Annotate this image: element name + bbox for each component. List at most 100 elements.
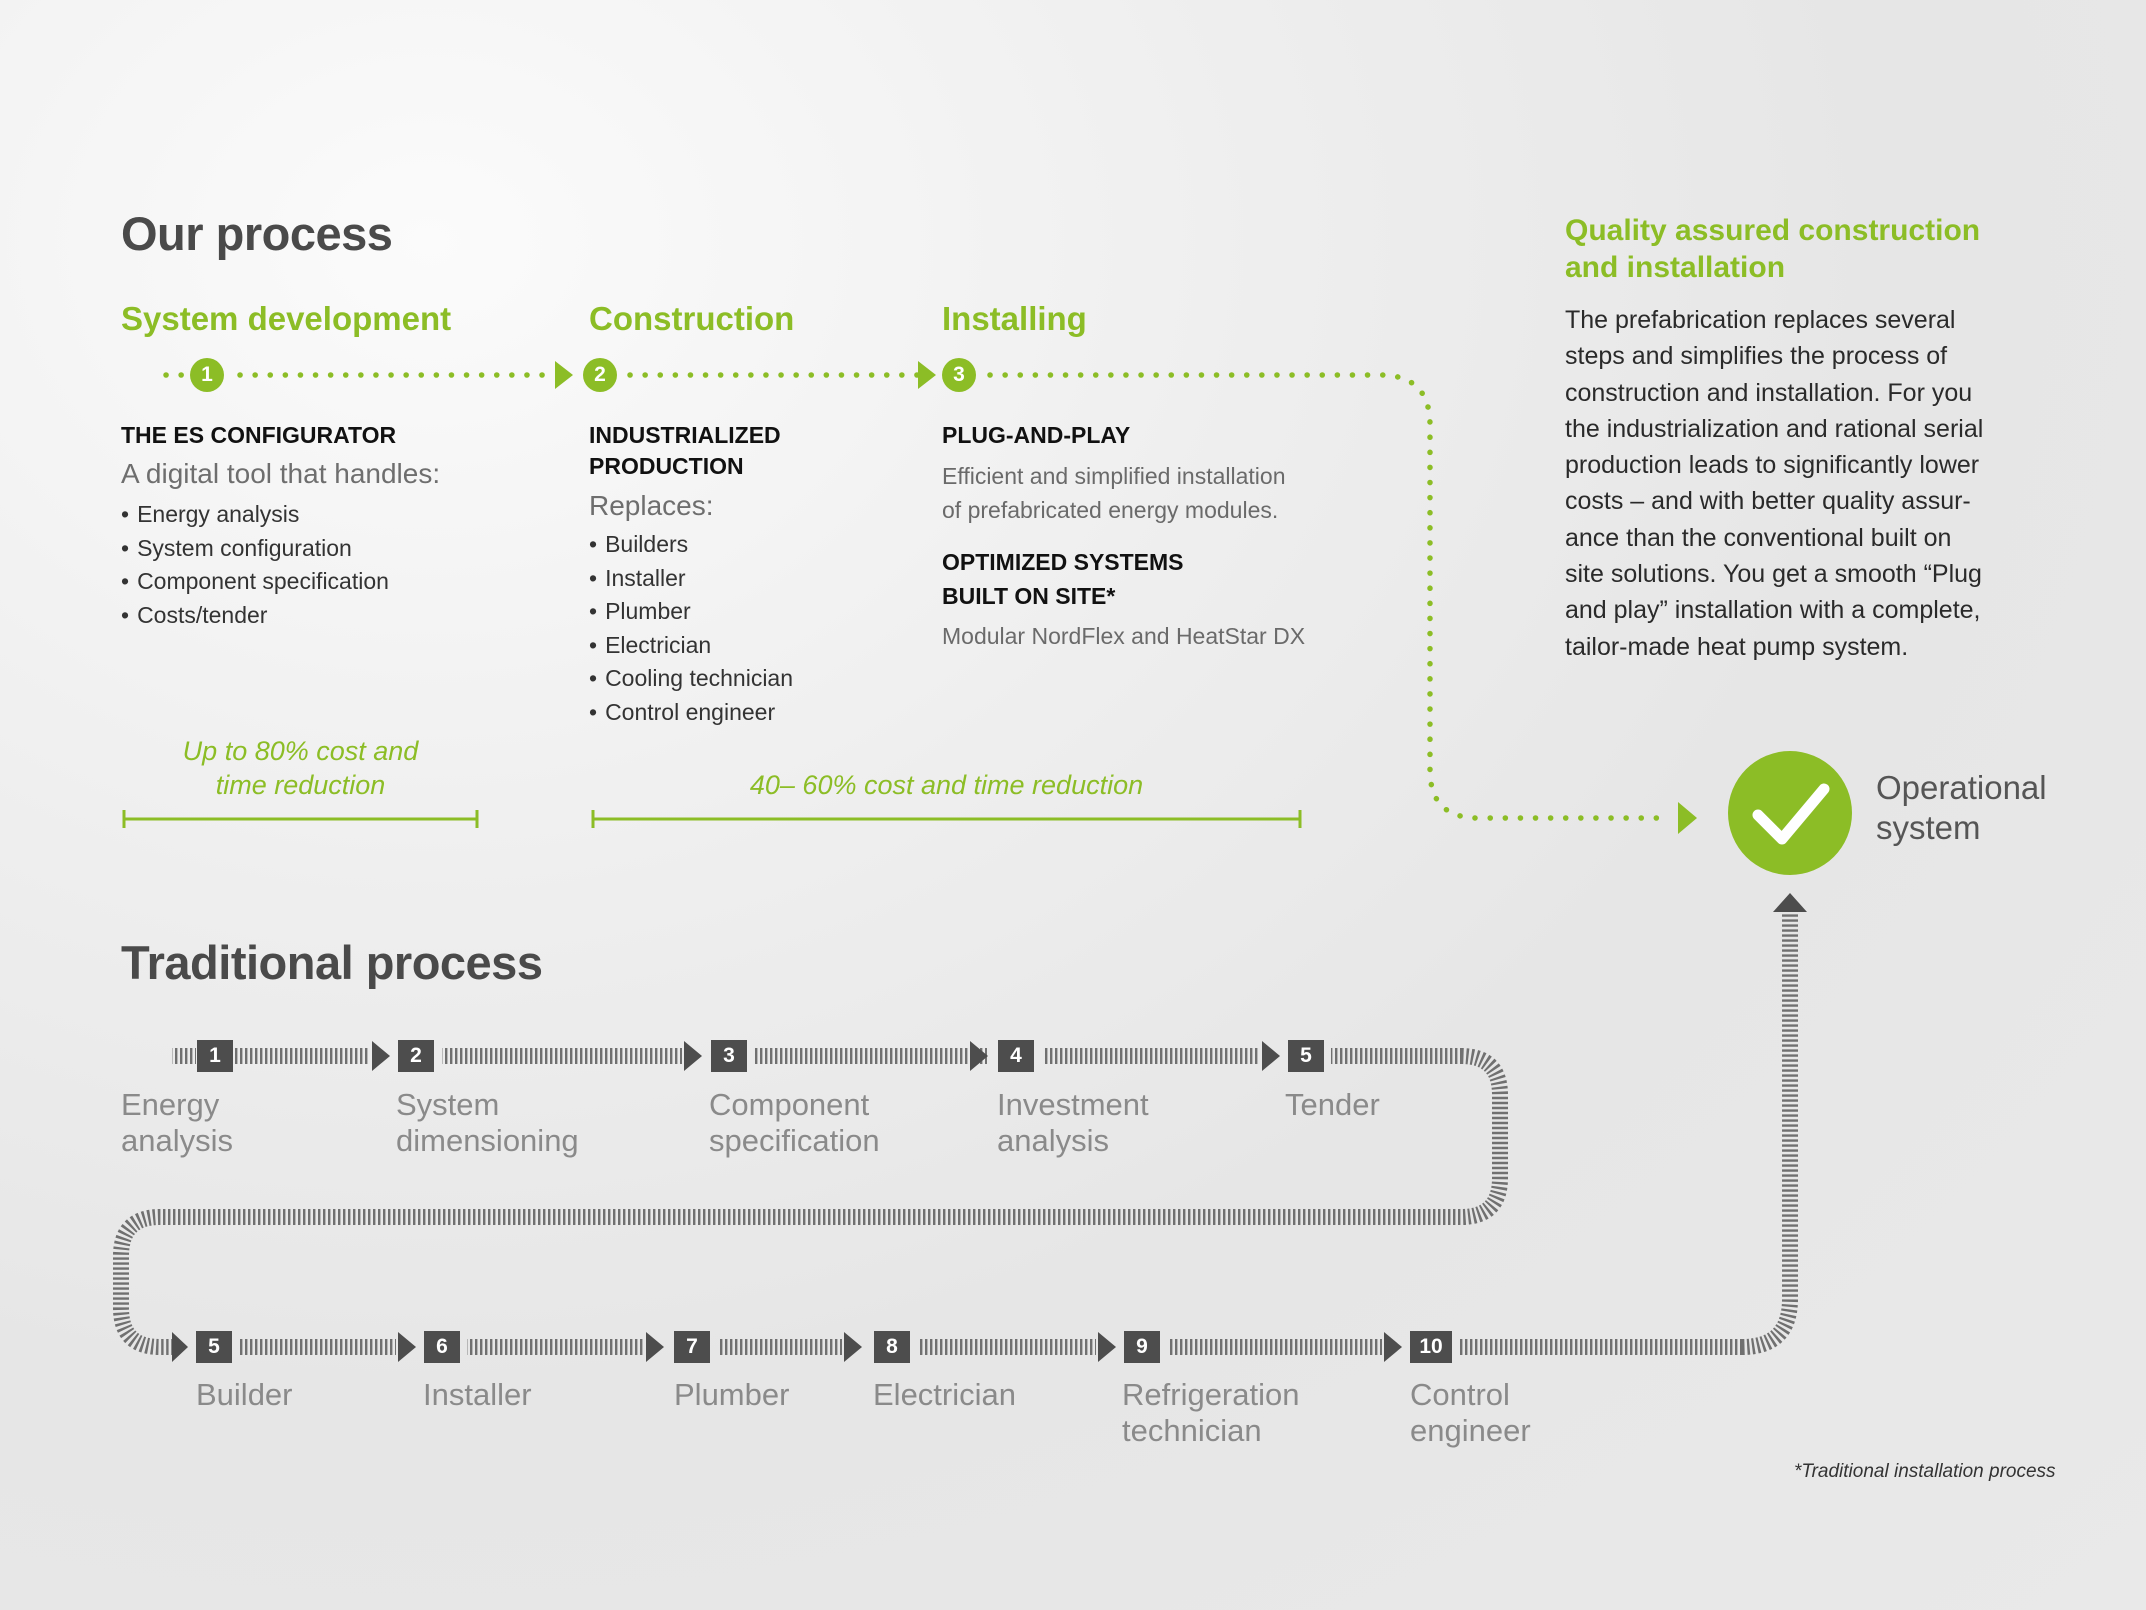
- trad-step-label: Control engineer: [1410, 1377, 1531, 1449]
- body-line: site solutions. You get a smooth “Plug: [1565, 560, 1982, 589]
- step-badge-2: 2: [583, 358, 617, 392]
- label-line: Builder: [196, 1377, 293, 1412]
- modular-systems-description: Modular NordFlex and HeatStar DX: [942, 623, 1306, 649]
- label-line: technician: [1122, 1413, 1262, 1448]
- label-line: analysis: [997, 1123, 1109, 1158]
- trad-step-box: 5: [1288, 1040, 1324, 1072]
- trad-step-box: 1: [197, 1040, 233, 1072]
- grey-arrowheads-row1: [372, 1041, 1280, 1071]
- step-badge-1: 1: [190, 358, 224, 392]
- label-line: OPTIMIZED SYSTEMS: [942, 549, 1184, 575]
- trad-step-label: System dimensioning: [396, 1087, 579, 1159]
- body-line: steps and simplifies the process of: [1565, 342, 1948, 371]
- body-line: tailor-made heat pump system.: [1565, 632, 1909, 661]
- trad-step-box: 10: [1410, 1331, 1452, 1363]
- operational-check-badge: [1728, 751, 1852, 875]
- es-configurator-label: THE ES CONFIGURATOR: [121, 422, 397, 448]
- list-item: Plumber: [589, 595, 793, 629]
- body-line: production leads to significantly lower: [1565, 451, 1980, 480]
- list-item: Control engineer: [589, 696, 793, 730]
- list-item: Costs/tender: [121, 599, 389, 633]
- label-line: Control: [1410, 1377, 1510, 1412]
- title-line: Quality assured construction: [1565, 214, 1981, 247]
- green-arrowheads: [555, 361, 1697, 834]
- optimized-systems-label: OPTIMIZED SYSTEMS BUILT ON SITE*: [942, 545, 1184, 613]
- trad-step-label: Installer: [423, 1377, 532, 1413]
- body-line: The prefabrication replaces several: [1565, 306, 1956, 334]
- stage-heading-system-development: System development: [121, 300, 452, 337]
- footnote: *Traditional installation process: [1794, 1461, 2056, 1482]
- label-line: system: [1876, 809, 1981, 846]
- label-line: INDUSTRIALIZED: [589, 422, 781, 448]
- trad-step-label: Investment analysis: [997, 1087, 1149, 1159]
- plug-and-play-description: Efficient and simplified installation of…: [942, 459, 1285, 527]
- replaces-list: Builders Installer Plumber Electrician C…: [589, 528, 793, 729]
- grey-arrowheads-row2: [172, 893, 1807, 1362]
- caption-line: Up to 80% cost and: [182, 736, 419, 766]
- trad-step-box: 7: [674, 1331, 710, 1363]
- replaces-subtitle: Replaces:: [589, 490, 714, 521]
- list-item: Electrician: [589, 629, 793, 663]
- trad-step-label: Plumber: [674, 1377, 789, 1413]
- trad-step-label: Tender: [1285, 1087, 1380, 1123]
- plug-and-play-label: PLUG-AND-PLAY: [942, 422, 1131, 448]
- label-line: System: [396, 1087, 500, 1122]
- our-process-title: Our process: [121, 207, 393, 260]
- desc-line: Efficient and simplified installation: [942, 463, 1286, 489]
- es-configurator-list: Energy analysis System configuration Com…: [121, 498, 389, 632]
- label-line: Investment: [997, 1087, 1149, 1122]
- trad-step-box: 2: [398, 1040, 434, 1072]
- label-line: Electrician: [873, 1377, 1016, 1412]
- body-line: ance than the conventional built on: [1565, 523, 1952, 552]
- title-line: and installation: [1565, 251, 1786, 284]
- caption-line: time reduction: [215, 770, 386, 800]
- desc-line: of prefabricated energy modules.: [942, 497, 1279, 523]
- trad-step-box: 9: [1124, 1331, 1160, 1363]
- label-line: Installer: [423, 1377, 532, 1412]
- trad-step-label: Energy analysis: [121, 1087, 233, 1159]
- label-line: Tender: [1285, 1087, 1380, 1122]
- label-line: PRODUCTION: [589, 453, 744, 479]
- label-line: Plumber: [674, 1377, 790, 1412]
- label-line: dimensioning: [396, 1123, 579, 1158]
- body-line: costs – and with better quality assur-: [1565, 487, 1971, 516]
- list-item: Installer: [589, 562, 793, 596]
- operational-system-label: Operational system: [1876, 768, 2047, 848]
- trad-step-box: 6: [424, 1331, 460, 1363]
- list-item: Component specification: [121, 565, 389, 599]
- stage-heading-construction: Construction: [589, 300, 795, 337]
- traditional-process-title: Traditional process: [121, 936, 543, 989]
- list-item: Builders: [589, 528, 793, 562]
- list-item: System configuration: [121, 532, 389, 566]
- label-line: Component: [709, 1087, 870, 1122]
- industrialized-production-label: INDUSTRIALIZED PRODUCTION: [589, 420, 781, 482]
- label-line: engineer: [1410, 1413, 1531, 1448]
- body-line: construction and installation. For you: [1565, 378, 1973, 407]
- trad-step-label: Builder: [196, 1377, 293, 1413]
- trad-step-box: 4: [998, 1040, 1034, 1072]
- trad-step-label: Component specification: [709, 1087, 880, 1159]
- quality-body: The prefabrication replaces several step…: [1565, 302, 1983, 665]
- reduction-caption-2: 40– 60% cost and time reduction: [749, 770, 1144, 800]
- traditional-row1-connectors: [113, 1048, 1508, 1355]
- trad-step-label: Refrigeration technician: [1122, 1377, 1299, 1449]
- checkmark-icon: [1752, 783, 1830, 845]
- body-line: and play” installation with a complete,: [1565, 596, 1981, 625]
- label-line: analysis: [121, 1123, 233, 1158]
- trad-step-label: Electrician: [873, 1377, 1016, 1413]
- stage-heading-installing: Installing: [942, 300, 1087, 337]
- step-badge-3: 3: [942, 358, 976, 392]
- trad-step-box: 5: [196, 1331, 232, 1363]
- label-line: specification: [709, 1123, 880, 1158]
- body-line: the industrialization and rational seria…: [1565, 414, 1984, 443]
- traditional-row2-connectors: [240, 908, 1798, 1355]
- list-item: Energy analysis: [121, 498, 389, 532]
- trad-step-box: 8: [874, 1331, 910, 1363]
- label-line: BUILT ON SITE*: [942, 583, 1116, 609]
- label-line: Operational: [1876, 769, 2047, 806]
- quality-title: Quality assured construction and install…: [1565, 212, 1980, 286]
- trad-step-box: 3: [711, 1040, 747, 1072]
- label-line: Energy: [121, 1087, 220, 1122]
- list-item: Cooling technician: [589, 662, 793, 696]
